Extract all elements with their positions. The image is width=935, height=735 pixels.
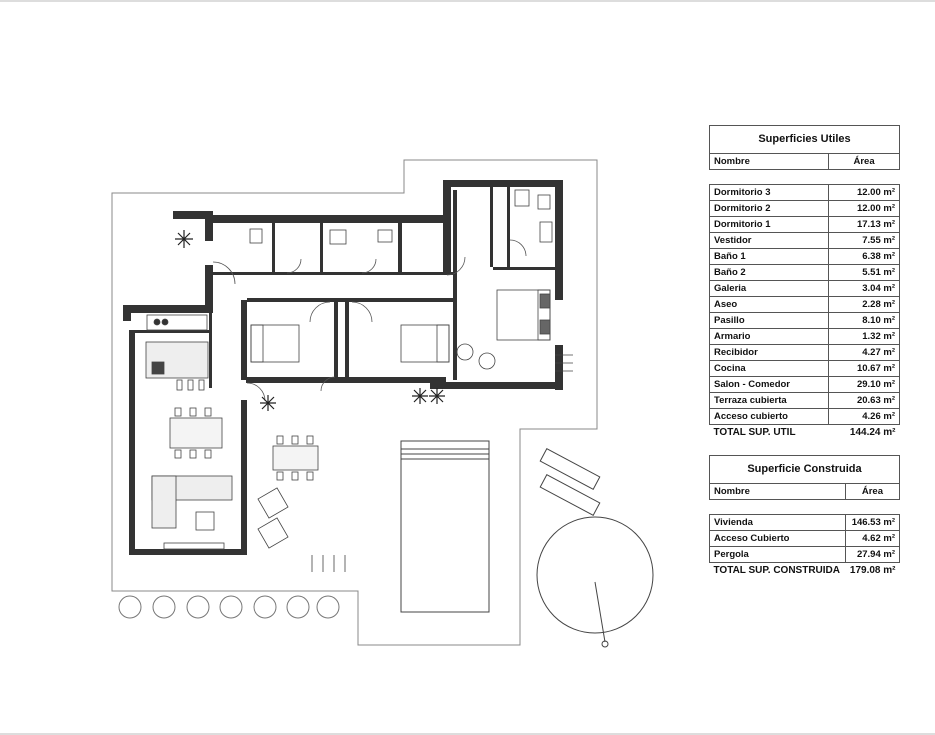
spacer: [709, 499, 900, 515]
plot-boundary: [111, 159, 598, 646]
column-header-area: Área: [828, 153, 900, 170]
area-value: 4.62 m²: [844, 530, 901, 547]
room-name: Baño 1: [708, 248, 830, 265]
area-value: 27.94 m²: [844, 546, 901, 563]
plants: [175, 230, 445, 411]
room-area: 12.00 m²: [828, 200, 900, 217]
room-name: Baño 2: [708, 264, 830, 281]
room-name: Dormitorio 2: [708, 200, 830, 217]
room-area: 17.13 m²: [828, 216, 900, 233]
room-area: 5.51 m²: [828, 264, 900, 281]
room-name: Aseo: [708, 296, 830, 313]
room-name: Salon - Comedor: [708, 376, 830, 393]
room-area: 8.10 m²: [828, 312, 900, 329]
room-area: 29.10 m²: [828, 376, 900, 393]
table-title: Superficie Construida: [709, 455, 900, 484]
room-area: 6.38 m²: [828, 248, 900, 265]
total-value: 179.08 m²: [849, 565, 896, 576]
room-area: 7.55 m²: [828, 232, 900, 249]
useful-area-table: Superficies Utiles Nombre Área Dormitori…: [708, 125, 900, 442]
building-walls: [123, 180, 563, 555]
room-area: 2.28 m²: [828, 296, 900, 313]
column-header-area: Área: [844, 483, 901, 500]
room-name: Armario: [708, 328, 830, 345]
sun-loungers: [539, 448, 601, 516]
room-area: 3.04 m²: [828, 280, 900, 297]
room-area: 4.27 m²: [828, 344, 900, 361]
column-header-name: Nombre: [709, 483, 846, 500]
room-name: Cocina: [708, 360, 830, 377]
hedge-trees: [118, 595, 340, 619]
furniture: [145, 189, 573, 572]
room-area: 4.26 m²: [828, 408, 900, 425]
total-row: TOTAL SUP. UTIL 144.24 m²: [710, 425, 900, 442]
room-area: 12.00 m²: [828, 184, 900, 201]
room-name: Recibidor: [708, 344, 830, 361]
room-name: Vestidor: [708, 232, 830, 249]
swimming-pool: [400, 440, 490, 613]
column-header-name: Nombre: [708, 153, 830, 170]
room-area: 10.67 m²: [828, 360, 900, 377]
area-name: Pergola: [709, 546, 846, 563]
area-value: 146.53 m²: [844, 514, 901, 531]
room-name: Acceso cubierto: [708, 408, 830, 425]
room-area: 1.32 m²: [828, 328, 900, 345]
built-area-table: Superficie Construida Nombre Área Vivien…: [709, 455, 901, 580]
umbrella: [536, 516, 654, 648]
room-area: 20.63 m²: [828, 392, 900, 409]
room-name: Terraza cubierta: [708, 392, 830, 409]
total-value: 144.24 m²: [849, 427, 896, 438]
room-name: Dormitorio 3: [708, 184, 830, 201]
spacer: [709, 169, 900, 185]
room-name: Dormitorio 1: [708, 216, 830, 233]
total-label: TOTAL SUP. UTIL: [713, 427, 796, 438]
total-label: TOTAL SUP. CONSTRUIDA: [713, 565, 841, 576]
room-name: Galeria: [708, 280, 830, 297]
total-row: TOTAL SUP. CONSTRUIDA 179.08 m²: [710, 563, 900, 580]
area-name: Vivienda: [709, 514, 846, 531]
table-title: Superficies Utiles: [709, 125, 900, 154]
door-swings: [212, 239, 527, 402]
area-name: Acceso Cubierto: [709, 530, 846, 547]
room-name: Pasillo: [708, 312, 830, 329]
